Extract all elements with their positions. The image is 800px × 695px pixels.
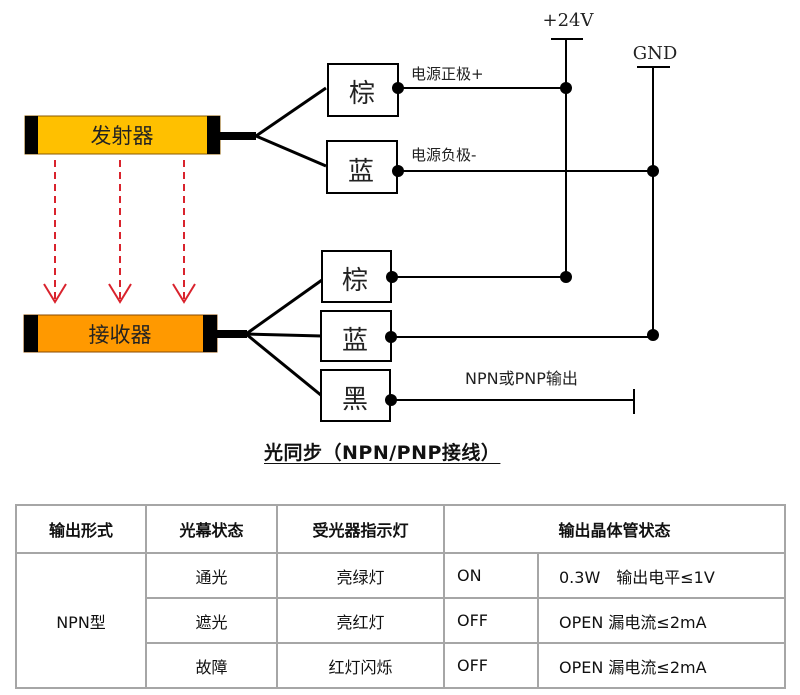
transistor-cell: OFF	[443, 597, 539, 644]
detail-cell: 0.3W 输出电平≤1V	[537, 552, 786, 599]
emitter-label: 发射器	[91, 124, 154, 148]
junction-dot	[385, 394, 397, 406]
light-beams	[43, 160, 196, 304]
emitter-blue-label: 蓝	[348, 157, 374, 187]
table-row: 遮光 亮红灯 OFF OPEN 漏电流≤2mA	[16, 597, 786, 644]
curtain-state-cell: 故障	[145, 642, 278, 689]
emitter-positive-signal: 电源正极+	[411, 65, 484, 83]
receiver-brown-box	[321, 250, 392, 303]
receiver: 接收器	[23, 314, 247, 353]
emitter-wire-blue	[255, 134, 327, 168]
receiver-wire-brown	[245, 278, 323, 336]
indicator-cell: 红灯闪烁	[276, 642, 445, 689]
emitter-left-cap	[25, 116, 38, 154]
beam-arrowhead-icon	[108, 283, 132, 304]
table-row: 故障 红灯闪烁 OFF OPEN 漏电流≤2mA	[16, 642, 786, 689]
header-curtain-state: 光幕状态	[145, 504, 278, 554]
junction-dot	[385, 331, 397, 343]
ground-label: GND	[633, 43, 678, 64]
receiver-black-label: 黑	[342, 385, 368, 415]
indicator-cell: 亮红灯	[276, 597, 445, 644]
emitter-brown-box	[327, 63, 399, 117]
junction-dot	[647, 329, 659, 341]
emitter-blue-box	[326, 140, 398, 194]
output-spec-table: 输出形式 光幕状态 受光器指示灯 输出晶体管状态 NPN型 通光 亮绿灯 ON …	[15, 504, 786, 689]
receiver-wire-black	[245, 332, 323, 398]
emitter-right-cap	[207, 116, 220, 154]
receiver-left-cap	[24, 315, 38, 352]
receiver-blue-label: 蓝	[342, 326, 368, 356]
table-row: NPN型 通光 亮绿灯 ON 0.3W 输出电平≤1V	[15, 552, 786, 689]
curtain-state-cell: 通光	[145, 552, 278, 599]
receiver-body	[23, 314, 218, 353]
beam-arrowhead-icon	[43, 283, 67, 304]
receiver-cable	[217, 330, 247, 338]
emitter-brown-label: 棕	[349, 79, 375, 109]
junction-dot	[647, 165, 659, 177]
transistor-cell: OFF	[443, 642, 539, 689]
receiver-label: 接收器	[89, 323, 152, 347]
indicator-cell: 亮绿灯	[276, 552, 445, 599]
detail-cell: OPEN 漏电流≤2mA	[537, 642, 786, 689]
junction-dot	[392, 165, 404, 177]
header-indicator: 受光器指示灯	[276, 504, 445, 554]
table-header-row: 输出形式 光幕状态 受光器指示灯 输出晶体管状态	[15, 504, 786, 554]
diagram-title: 光同步（NPN/PNP接线）	[264, 442, 501, 464]
receiver-brown-label: 棕	[342, 266, 368, 296]
header-output-type: 输出形式	[15, 504, 147, 554]
emitter-cable	[220, 132, 256, 140]
receiver-right-cap	[203, 315, 217, 352]
detail-cell: OPEN 漏电流≤2mA	[537, 597, 786, 644]
emitter: 发射器	[24, 115, 256, 155]
junction-dot	[392, 82, 404, 94]
curtain-state-cell: 遮光	[145, 597, 278, 644]
supply-positive-label: +24V	[543, 10, 595, 31]
header-transistor-state: 输出晶体管状态	[443, 504, 786, 554]
beam-arrowhead-icon	[172, 283, 196, 304]
receiver-wire-blue	[245, 332, 323, 338]
wiring-diagram: 发射器 棕 蓝 +24V GND 电源正极+ 电源负极- 接收器	[23, 10, 678, 422]
emitter-body	[24, 115, 221, 155]
transistor-cell: ON	[443, 552, 539, 599]
emitter-negative-signal: 电源负极-	[411, 146, 476, 164]
receiver-black-box	[320, 369, 391, 422]
receiver-output-signal: NPN或PNP输出	[465, 369, 578, 388]
junction-dot	[386, 271, 398, 283]
junction-dot	[560, 82, 572, 94]
output-type-cell: NPN型	[15, 552, 147, 689]
junction-dot	[560, 271, 572, 283]
emitter-wire-brown	[255, 86, 327, 138]
receiver-blue-box	[320, 310, 392, 362]
